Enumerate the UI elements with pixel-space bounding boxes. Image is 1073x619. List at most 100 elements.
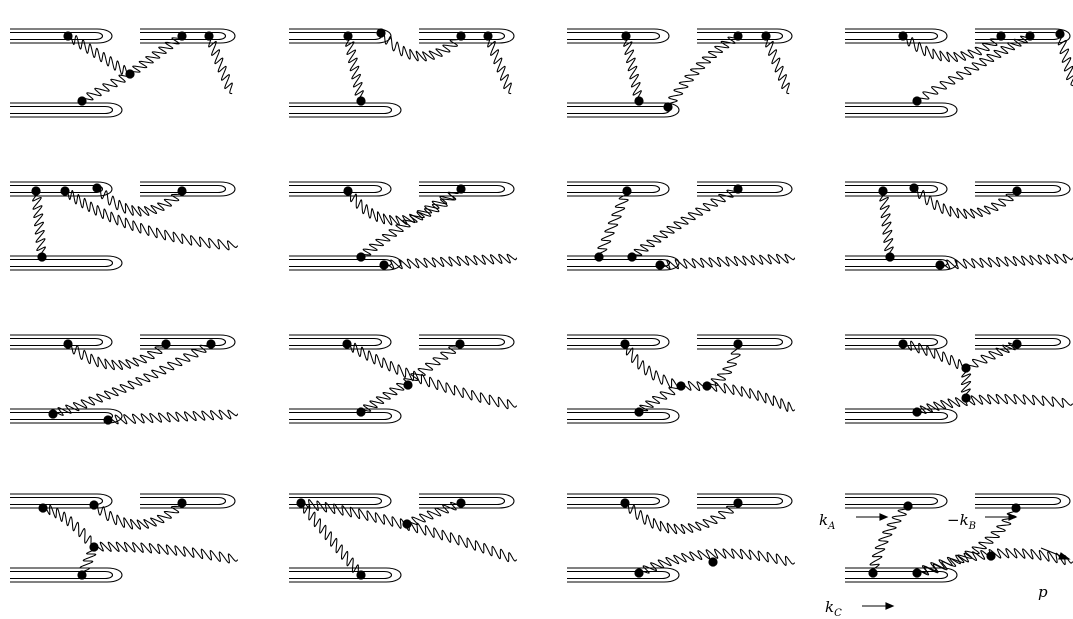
hadron-upper-right-outer [419,493,515,509]
vertex-5 [986,551,996,561]
vertex-1 [898,31,908,41]
diagram-2-3 [567,181,796,271]
hadron-lower-inner [10,411,114,421]
gluon-2 [916,507,1018,576]
hadron-upper-left-outer [10,334,113,350]
label-kC: kC [825,598,842,619]
hadron-upper-right-inner [975,184,1062,194]
arrow-p-head [1058,552,1071,560]
hadron-upper-left-inner [845,31,939,41]
vertex-3 [177,31,187,41]
gluon-3 [79,546,97,576]
hadron-upper-left-inner [567,31,661,41]
gluon-2 [93,502,183,530]
gluon-1 [902,35,1002,63]
vertex-3 [708,557,718,567]
vertex-1 [620,498,630,508]
diagram-4-3 [567,493,796,583]
diagrams-layer [10,28,1073,583]
hadron-upper-right-inner [697,184,784,194]
vertex-1 [342,339,352,349]
vertex-1 [898,339,908,349]
hadron-upper-right-outer [697,334,793,350]
hadron-upper-left-outer [567,181,670,197]
hadron-lower-inner [845,258,949,268]
hadron-upper-right-outer [140,334,236,350]
vertex-2 [89,500,99,510]
hadron-lower-outer [10,102,123,118]
hadron-upper-left-outer [289,181,392,197]
hadron-lower-inner [289,105,393,115]
hadron-upper-left-inner [289,337,383,347]
hadron-upper-left-inner [10,496,104,506]
vertex-4 [177,186,187,196]
gluon-1 [624,502,739,535]
hadron-upper-right-outer [140,181,236,197]
hadron-lower-inner [289,411,393,421]
hadron-upper-right-outer [697,28,793,44]
hadron-lower-inner [10,105,114,115]
vertex-4 [1055,29,1065,39]
gluon-2 [638,548,796,574]
diagram-1-2 [289,28,515,118]
hadron-lower-inner [567,105,671,115]
vertex-4 [885,252,895,262]
vertex-4 [89,542,99,552]
vertex-3 [206,339,216,349]
vertex-5 [77,570,87,580]
vertex-5 [77,96,87,106]
gluon-2 [360,190,460,258]
vertex-3 [177,498,187,508]
vertex-1 [343,31,353,41]
vertex-4 [379,260,389,270]
hadron-lower-outer [289,255,402,271]
hadron-upper-right-outer [140,493,236,509]
hadron-upper-left-outer [567,334,670,350]
gluon-3 [487,35,512,95]
hadron-upper-left-outer [845,493,948,509]
gluon-3 [765,35,790,95]
vertex-4 [204,31,214,41]
vertex-4 [356,407,366,417]
vertex-5 [634,407,644,417]
gluon-2 [81,73,131,102]
gluon-2 [913,187,1018,220]
gluon-1 [597,190,629,258]
hadron-upper-left-inner [845,184,939,194]
hadron-lower-inner [845,570,949,580]
vertex-3 [961,363,971,373]
vertex-5 [103,415,113,425]
diagram-1-3 [567,28,793,118]
vertex-3 [356,252,366,262]
hadron-upper-right-outer [975,181,1071,197]
vertex-2 [376,28,386,38]
vertex-2 [733,339,743,349]
hadron-upper-left-outer [289,28,392,44]
hadron-upper-right-inner [140,31,227,41]
vertex-1 [63,31,73,41]
gluon-3 [107,409,239,425]
hadron-upper-left-inner [10,31,104,41]
hadron-lower-outer [289,567,402,583]
hadron-lower-inner [10,258,114,268]
label-kA: kA [819,511,835,532]
hadron-lower-inner [567,570,671,580]
arrow-kC-head [885,602,895,610]
vertex-4 [634,96,644,106]
vertex-3 [1012,186,1022,196]
hadron-upper-right-inner [419,337,506,347]
gluon-1 [67,343,167,371]
vertex-1 [343,186,353,196]
vertex-4 [961,393,971,403]
hadron-upper-right-inner [975,337,1062,347]
hadron-lower-outer [289,408,402,424]
vertex-1 [38,503,48,513]
vertex-3 [761,31,771,41]
vertex-4 [356,570,366,580]
hadron-upper-left-inner [567,184,661,194]
hadron-upper-right-outer [975,28,1071,44]
diagram-4-4 [845,493,1073,583]
vertex-3 [868,568,878,578]
vertex-5 [655,260,665,270]
